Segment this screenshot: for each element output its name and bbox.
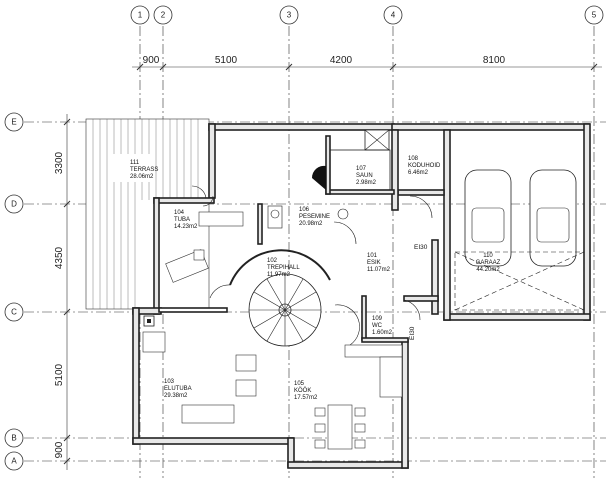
svg-text:B: B <box>11 434 16 443</box>
svg-text:5: 5 <box>592 11 597 20</box>
dim-left-5100: 5100 <box>54 363 65 386</box>
dim-top-5100: 5100 <box>215 55 238 66</box>
grid-bubble-row-e: E <box>4 112 24 132</box>
dim-left-4350: 4350 <box>54 246 65 269</box>
grid-bubble-col-1: 1 <box>130 5 150 25</box>
grid-bubble-row-c: C <box>4 302 24 322</box>
dim-top-8100: 8100 <box>483 55 506 66</box>
svg-text:D: D <box>11 200 17 209</box>
column-bubbles: 1 2 3 4 5 <box>130 5 604 25</box>
tuba-furniture <box>165 195 244 283</box>
dim-top-4200: 4200 <box>330 55 353 66</box>
svg-text:C: C <box>11 308 17 317</box>
row-bubbles: E D C B A <box>4 112 24 471</box>
ei30-label-esik: EI30 <box>414 244 428 251</box>
top-dimension-chain: 900 5100 4200 8100 <box>132 55 602 71</box>
svg-text:4: 4 <box>391 11 396 20</box>
grid-bubble-row-b: B <box>4 428 24 448</box>
grid-bubble-row-a: A <box>4 451 24 471</box>
spiral-stair <box>209 249 360 347</box>
saun-fixtures <box>311 129 391 191</box>
grid-bubble-col-5: 5 <box>584 5 604 25</box>
garage-cars <box>454 169 585 311</box>
dim-left-900: 900 <box>54 441 65 458</box>
grid-bubble-row-d: D <box>4 194 24 214</box>
svg-text:3: 3 <box>287 11 292 20</box>
dim-top-900: 900 <box>143 55 160 66</box>
living-furniture <box>142 315 403 450</box>
grid-bubble-col-2: 2 <box>153 5 173 25</box>
dim-left-3300: 3300 <box>54 151 65 174</box>
grid-bubble-col-4: 4 <box>383 5 403 25</box>
ei30-label-wc: EI30 <box>409 326 416 340</box>
svg-text:A: A <box>11 457 17 466</box>
left-dimension-chain: 3300 4350 5100 900 <box>54 114 71 470</box>
pesemine-fixtures <box>267 205 357 245</box>
svg-text:E: E <box>11 118 16 127</box>
esik-doors <box>191 185 433 321</box>
walls <box>132 123 591 469</box>
svg-text:1: 1 <box>138 11 143 20</box>
grid-bubble-col-3: 3 <box>279 5 299 25</box>
svg-text:2: 2 <box>161 11 166 20</box>
terrace-deck <box>85 118 210 310</box>
